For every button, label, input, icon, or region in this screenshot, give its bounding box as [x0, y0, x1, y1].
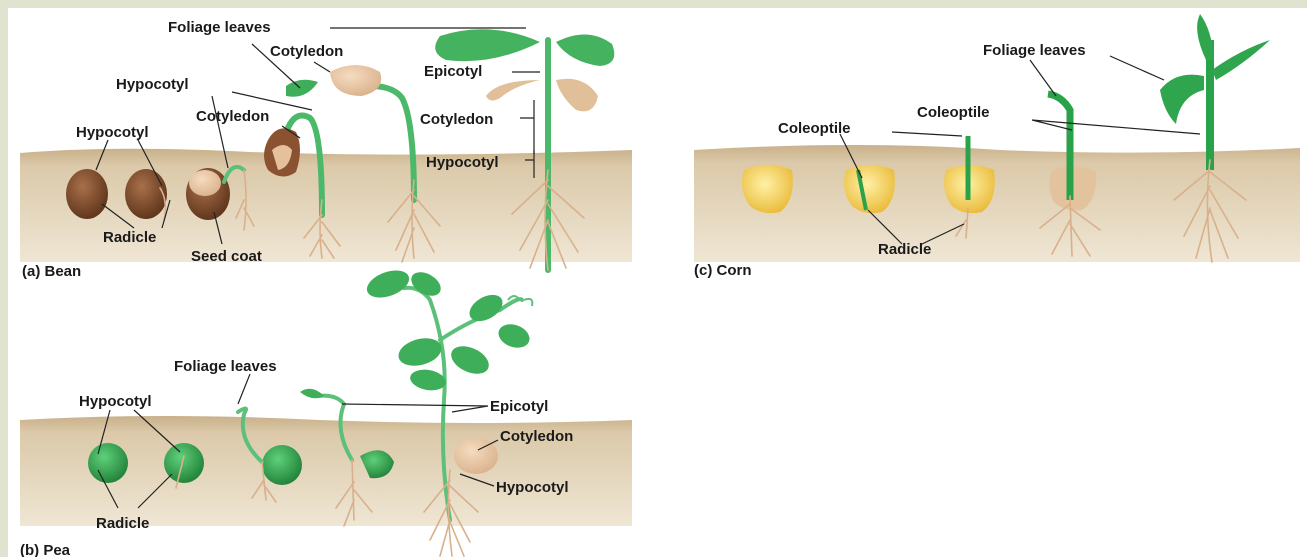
bean-label-epicotyl: Epicotyl — [424, 63, 482, 80]
bean-leaf-6a — [435, 29, 540, 61]
bean-label-hypocotyl-right: Hypocotyl — [426, 154, 499, 171]
corn-label-coleoptile-right: Coleoptile — [917, 104, 990, 121]
bean-cotyledon-6b — [556, 79, 598, 112]
bean-leader-cotyledon-right — [520, 100, 534, 154]
pea-leaf-5e — [395, 334, 444, 371]
bean-label-cotyledon-top: Cotyledon — [270, 43, 343, 60]
pea-leaf-5f — [447, 341, 493, 380]
pea-seed-3 — [262, 445, 302, 485]
corn-label-foliage-leaves: Foliage leaves — [983, 42, 1086, 59]
bean-cotyledon-6a — [486, 80, 540, 101]
pea-leaf-5a — [363, 265, 413, 303]
pea-panel: Foliage leaves Hypocotyl Epicotyl Cotyle… — [20, 265, 632, 557]
corn-leaf-5a — [1197, 14, 1214, 60]
corn-leader-foliage — [1030, 60, 1056, 96]
pea-leaf-5d — [495, 320, 533, 352]
bean-panel: Foliage leaves Cotyledon Hypocotyl Cotyl… — [20, 19, 632, 280]
pea-label-hypocotyl: Hypocotyl — [79, 393, 152, 410]
corn-leader-foliage-2 — [1110, 56, 1164, 80]
corn-panel: Foliage leaves Coleoptile Coleoptile Rad… — [694, 14, 1300, 279]
bean-seed-coat-3 — [189, 170, 221, 196]
bean-seed-1 — [66, 169, 108, 219]
corn-label-coleoptile-left: Coleoptile — [778, 120, 851, 137]
bean-leaf-6b — [556, 34, 614, 66]
pea-leader-epicotyl — [342, 404, 488, 412]
bean-label-hypocotyl-top: Hypocotyl — [116, 76, 189, 93]
bean-label-radicle: Radicle — [103, 229, 156, 246]
pea-label-radicle: Radicle — [96, 515, 149, 532]
pea-label-hypocotyl-right: Hypocotyl — [496, 479, 569, 496]
corn-leaf-5c — [1160, 75, 1204, 124]
pea-seed-2 — [164, 443, 204, 483]
corn-caption: (c) Corn — [694, 262, 752, 279]
bean-label-hypocotyl-left: Hypocotyl — [76, 124, 149, 141]
pea-leader-foliage — [238, 374, 250, 404]
bean-seed-2 — [125, 169, 167, 219]
corn-label-radicle: Radicle — [878, 241, 931, 258]
pea-label-foliage-leaves: Foliage leaves — [174, 358, 277, 375]
pea-caption: (b) Pea — [20, 542, 71, 557]
pea-label-epicotyl: Epicotyl — [490, 398, 548, 415]
seed-germination-diagram: Foliage leaves Cotyledon Hypocotyl Cotyl… — [8, 8, 1307, 557]
pea-seed-1 — [88, 443, 128, 483]
pea-leaf-5g — [409, 367, 448, 393]
figure-frame: Foliage leaves Cotyledon Hypocotyl Cotyl… — [8, 8, 1307, 557]
bean-cotyledon-5 — [330, 65, 381, 96]
bean-leaf-5 — [286, 80, 318, 97]
pea-leaf-4 — [300, 389, 324, 398]
bean-label-seed-coat: Seed coat — [191, 248, 262, 265]
bean-label-cotyledon-right: Cotyledon — [420, 111, 493, 128]
corn-leaf-5b — [1212, 40, 1270, 80]
bean-label-cotyledon-mid: Cotyledon — [196, 108, 269, 125]
bean-label-foliage-leaves: Foliage leaves — [168, 19, 271, 36]
bean-caption: (a) Bean — [22, 263, 81, 280]
pea-label-cotyledon: Cotyledon — [500, 428, 573, 445]
bean-leader-cotyledon-top — [314, 62, 330, 72]
